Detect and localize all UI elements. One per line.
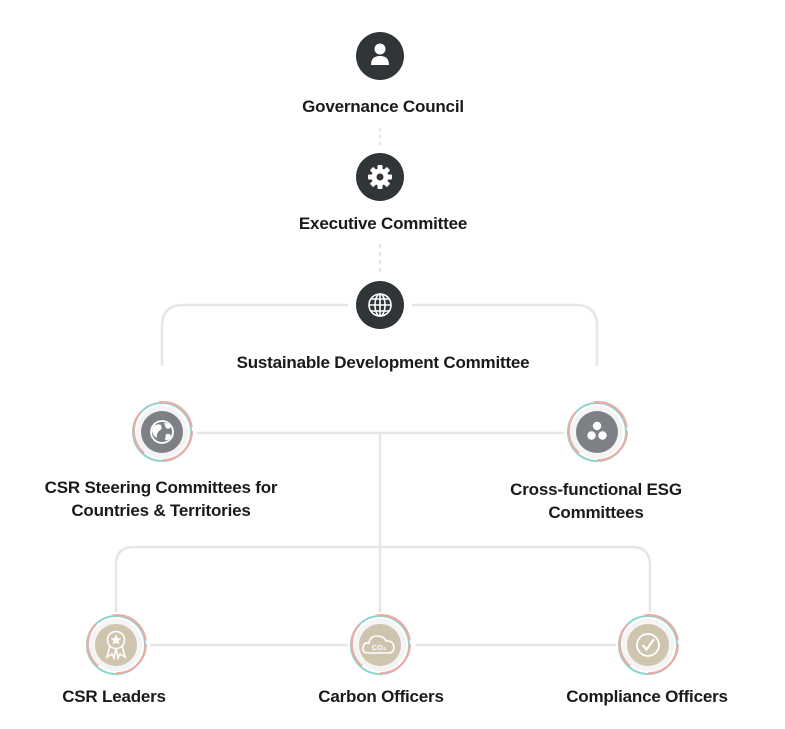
esg-committees-label: Cross-functional ESG Committees [510,478,682,524]
globe-grid-icon [368,293,392,317]
esg-label-line-1: Cross-functional ESG [510,480,682,499]
csr-steering-label-line-1: CSR Steering Committees for [44,478,278,497]
gear-icon [368,165,392,189]
node-csr-steering-committees [132,401,193,462]
node-compliance-officers [618,614,679,675]
award-ribbon-icon [105,630,127,661]
check-badge-icon [636,633,660,657]
executive-committee-label: Executive Committee [298,214,468,233]
carbon-officers-label: Carbon Officers [318,687,444,706]
connector-sustainable-right [412,303,599,366]
governance-council-label: Governance Council [302,97,464,116]
csr-steering-label-line-2: Countries & Territories [71,501,251,520]
node-csr-leaders [86,614,147,675]
esg-label-line-2: Committees [548,503,644,522]
node-cross-functional-esg-committees [567,401,628,462]
sustainable-development-committee-label: Sustainable Development Committee [236,353,530,372]
csr-steering-committees-label: CSR Steering Committees for Countries & … [45,476,278,522]
connector-sustainable-left [160,303,348,366]
co2-text: CO₂ [372,643,387,652]
connector-lines [114,128,652,647]
person-icon [371,43,389,65]
compliance-officers-label: Compliance Officers [566,687,728,706]
three-circles-icon [587,421,607,440]
node-sustainable-development-committee [356,281,404,329]
node-governance-council [356,32,404,80]
connector-bottom-branch [114,545,652,612]
co2-cloud-icon: CO₂ [362,635,395,654]
node-carbon-officers: CO₂ [350,614,411,675]
earth-icon [150,420,174,444]
csr-leaders-label: CSR Leaders [62,687,166,706]
node-executive-committee [356,153,404,201]
